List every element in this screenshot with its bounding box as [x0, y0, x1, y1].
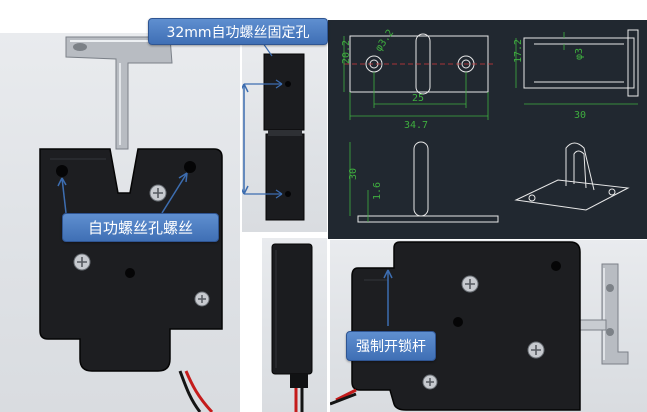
side-height-label: 17.2: [513, 39, 524, 63]
mounting-hole-callout: 32mm自功螺丝固定孔: [148, 18, 328, 45]
cad-side-view: [523, 37, 635, 89]
side-diameter-label: φ3: [574, 48, 585, 60]
side-length-label: 30: [574, 110, 586, 121]
front-height-label: 30: [348, 168, 359, 180]
top-width-label: 34.7: [404, 120, 428, 131]
self-tapping-screw-callout: 自功螺丝孔螺丝: [62, 213, 219, 242]
front-thickness-label: 1.6: [372, 182, 383, 200]
top-height-label: 20.2: [341, 40, 352, 64]
forced-unlock-lever-callout: 强制开锁杆: [346, 331, 436, 361]
hole-diameter-label: φ3.2: [373, 28, 396, 54]
cad-front-view: [357, 215, 499, 223]
cad-iso-view: [514, 179, 630, 211]
lock-side-photo: [242, 44, 327, 232]
hole-spacing-label: 25: [412, 93, 424, 104]
lock-back-photo: [330, 240, 647, 412]
cad-drawing: 20.2 φ3.2 25 34.7 17.2 φ3 30 30 1.6: [328, 20, 647, 239]
lock-profile-photo: [262, 238, 327, 412]
